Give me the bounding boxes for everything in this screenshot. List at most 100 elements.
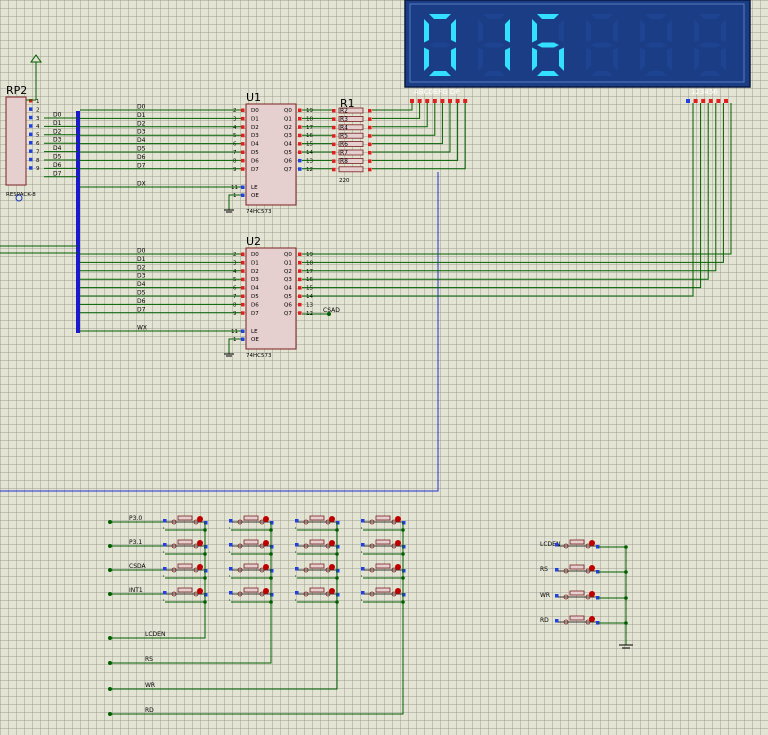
u1-left-pin-num: 3 <box>233 116 237 122</box>
u1-left-pin-name: D2 <box>251 125 259 131</box>
r1-resistor-body <box>338 166 364 173</box>
rp2-pin <box>29 157 33 162</box>
rp2-pin-number: 1 <box>36 99 40 105</box>
rp2-pin <box>29 99 33 103</box>
rp2-ref: RP2 <box>6 84 27 97</box>
r1-pin <box>332 134 336 138</box>
keypad-row-net-label: INT1 <box>129 587 143 594</box>
segment-b-2 <box>505 19 510 43</box>
key-button-cap <box>375 539 391 545</box>
right-push-button-indicator <box>589 565 595 571</box>
u1-left-pin-num: 8 <box>233 158 237 164</box>
r1-resistor-label: R3 <box>340 116 348 123</box>
keypad-col-wire <box>110 522 404 715</box>
u1-left-pin-num: 7 <box>233 150 237 156</box>
u1-left-pin <box>241 133 245 138</box>
right-push-button-terminal <box>585 619 591 625</box>
right-button-label: LCDEN <box>540 541 560 548</box>
display-segment-pin <box>440 99 445 103</box>
key-button-cap <box>309 539 325 545</box>
key-button-terminal <box>259 543 265 549</box>
key-button-terminal <box>391 567 397 573</box>
r1-resistor-body <box>338 116 364 122</box>
u1-left-pin <box>241 125 245 129</box>
rp2-value: RESPACK-8 <box>6 192 36 198</box>
key-button-pin <box>402 569 406 573</box>
key-button-indicator <box>197 540 203 546</box>
r1-resistor-label: R4 <box>340 124 348 131</box>
u1-oe-num: 1 <box>233 193 237 199</box>
key-button-pin <box>402 545 406 549</box>
key-button-indicator <box>395 564 401 570</box>
key-button-cap <box>177 587 193 593</box>
dynamic-parts: D0D1D2D3D4D5D6D7DXD0D1D2D3D4D5D6D7WXCSAD… <box>0 99 732 716</box>
r1-pin <box>368 159 372 163</box>
rp2-pin <box>29 166 33 170</box>
data-bus <box>76 111 80 333</box>
key-button-pin <box>204 593 208 597</box>
u1-le-label: LE <box>251 185 258 191</box>
key-button-pin <box>270 593 274 597</box>
key-button-pin <box>336 545 340 549</box>
u2-right-pin <box>298 277 302 282</box>
segment-e-1 <box>424 47 429 71</box>
u2-right-pin-name: Q2 <box>284 269 292 275</box>
right-push-button-pin <box>596 621 600 625</box>
key-button-cap <box>309 563 325 569</box>
r1-resistor-label: R2 <box>340 108 348 115</box>
key-button-indicator <box>263 516 269 522</box>
u1-le-net-label: DX <box>137 181 146 188</box>
u2-left-pin-num: 8 <box>233 302 237 308</box>
key-button-terminal <box>369 519 375 525</box>
segment-a-1 <box>429 14 451 19</box>
right-push-button-indicator <box>589 616 595 622</box>
right-push-button-terminal <box>585 568 591 574</box>
segment-e-5 <box>640 47 645 71</box>
u1-right-pin-name: Q1 <box>284 116 292 122</box>
key-button-terminal <box>171 543 177 549</box>
u1-right-pin-num: 15 <box>306 142 313 148</box>
right-push-button-pin <box>596 596 600 600</box>
rp2-origin-icon <box>15 194 23 202</box>
segment-pin-labels: ABCDEFG DP <box>414 88 459 96</box>
u2-left-pin-name: D5 <box>251 294 259 300</box>
u2-to-digit-wire <box>302 103 702 289</box>
r1-resistor-label: R5 <box>340 133 348 140</box>
u2-input-net-label: D0 <box>137 248 146 255</box>
u2-right-pin-num: 15 <box>306 286 313 292</box>
right-push-button-pin <box>555 543 559 547</box>
right-push-button-pin <box>555 594 559 598</box>
right-button-label: RS <box>540 566 548 573</box>
u1-left-pin-name: D4 <box>251 142 259 148</box>
segment-f-4 <box>586 19 591 43</box>
key-button-terminal <box>171 519 177 525</box>
key-button-pin <box>163 591 167 595</box>
key-button-pin <box>270 569 274 573</box>
segment-c-3 <box>559 47 564 71</box>
u1-right-pin-name: Q0 <box>284 108 292 114</box>
display-digit-pin <box>686 99 690 103</box>
u1-right-pin-num: 12 <box>306 167 313 173</box>
u2-left-pin-num: 7 <box>233 294 237 300</box>
rp2-pin-number: 5 <box>36 133 40 139</box>
key-button-pin <box>336 593 340 597</box>
u2-left-pin-name: D4 <box>251 286 259 292</box>
u2-input-net-label: D7 <box>137 306 146 313</box>
display-segment-pin <box>463 99 468 103</box>
key-button-pin <box>295 567 299 571</box>
u2-right-pin <box>298 302 302 307</box>
segment-d-6 <box>699 71 721 76</box>
u1-left-pin <box>241 158 245 163</box>
right-push-button-indicator <box>589 591 595 597</box>
r1-pin <box>368 109 372 113</box>
u2-left-pin-num: 5 <box>233 277 237 283</box>
segment-f-1 <box>424 19 429 43</box>
key-button-terminal <box>193 543 199 549</box>
seven-segment-display[interactable]: ABCDEFG DP 123456 <box>404 0 751 96</box>
segment-g-4 <box>591 42 613 48</box>
u1-right-pin <box>298 142 302 146</box>
